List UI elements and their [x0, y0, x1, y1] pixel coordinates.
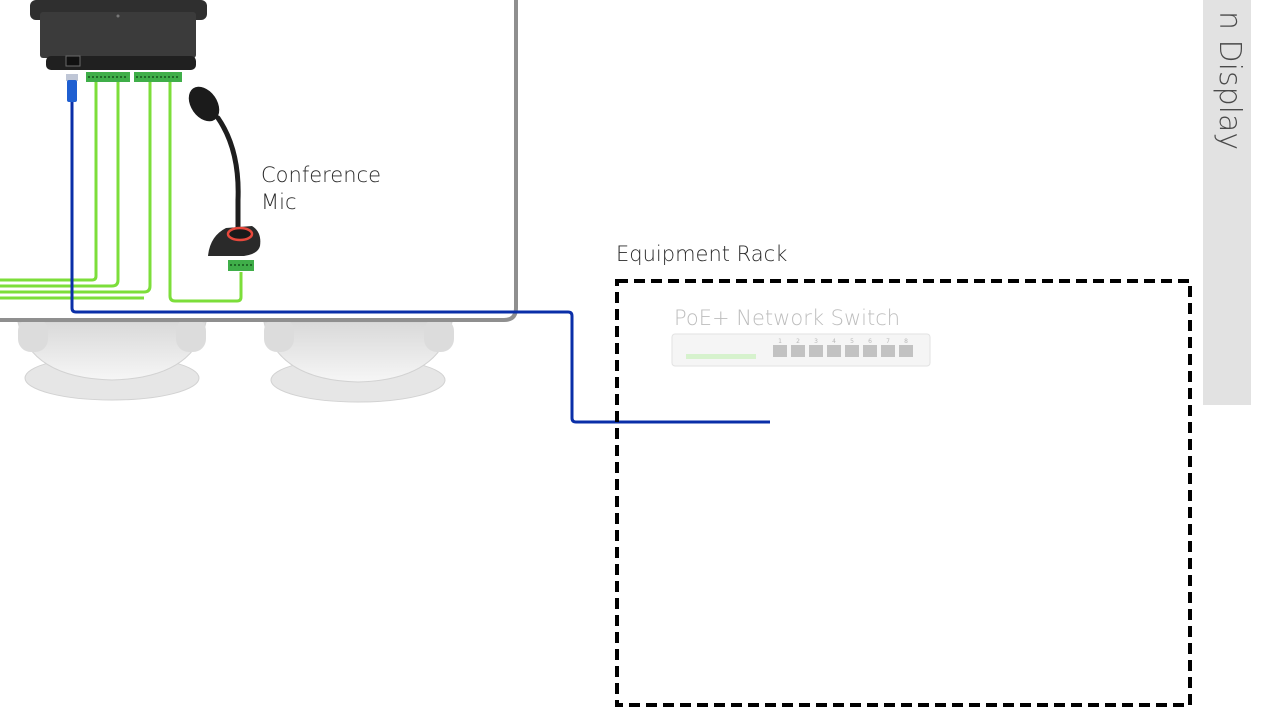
switch-port-number: 7 [886, 338, 890, 345]
switch-port-number: 3 [814, 338, 818, 345]
equipment-rack-label: Equipment Rack [616, 242, 788, 266]
network-cable [70, 100, 770, 424]
display-label: n Display [1210, 0, 1250, 150]
network-cable-connector [66, 74, 78, 102]
switch-port-number: 2 [796, 338, 800, 345]
switch-port [899, 345, 913, 357]
switch-port-number: 5 [850, 338, 854, 345]
switch-port [863, 345, 877, 357]
switch-port [827, 345, 841, 357]
switch-port-number: 4 [832, 338, 836, 345]
display-panel [1203, 0, 1251, 405]
conference-mic [188, 86, 261, 271]
network-switch-label: PoE+ Network Switch [674, 306, 901, 330]
switch-port [881, 345, 895, 357]
dsp-unit [30, 0, 207, 82]
switch-port [809, 345, 823, 357]
switch-port [791, 345, 805, 357]
switch-port-number: 8 [904, 338, 908, 345]
switch-ports: 1 2 3 4 5 6 7 8 [773, 338, 913, 357]
equipment-rack-outline [615, 279, 1192, 707]
conference-mic-label: Conference Mic [261, 163, 382, 214]
switch-port [773, 345, 787, 357]
chair [17, 318, 207, 401]
room-outline [0, 0, 518, 322]
switch-port-number: 6 [868, 338, 872, 345]
display-label-text: n Display [1212, 10, 1247, 150]
switch-port [845, 345, 859, 357]
chair [263, 318, 454, 403]
switch-port-number: 1 [778, 338, 782, 345]
